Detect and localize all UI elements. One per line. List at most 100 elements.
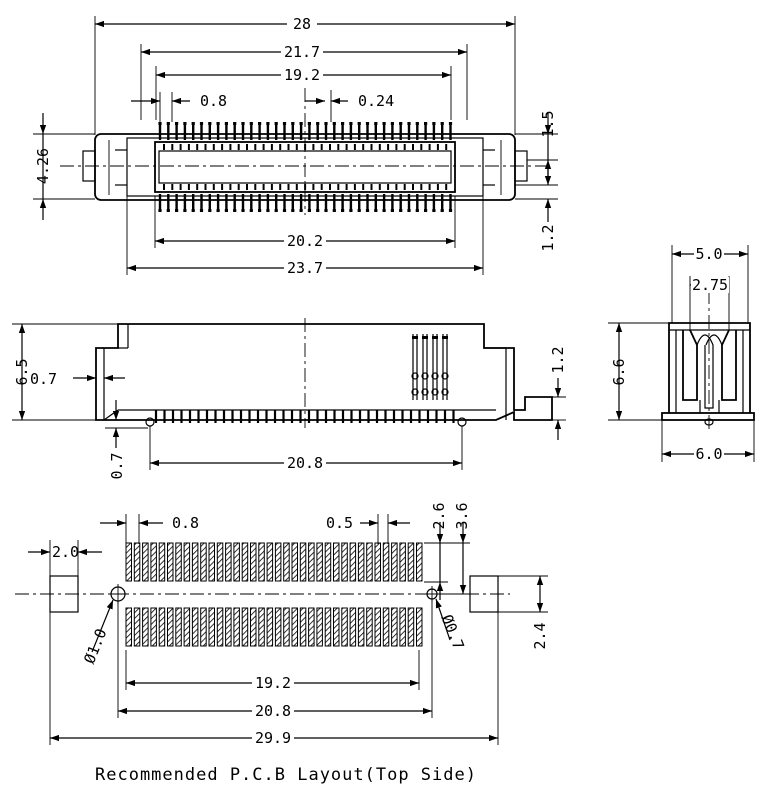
pcb-pad (183, 542, 191, 582)
pcb-pad (316, 607, 323, 647)
top-pin (341, 122, 344, 140)
pcb-pad (142, 542, 149, 582)
pcb-pad (291, 607, 298, 647)
pcb-pad (200, 542, 207, 582)
dim-tab-height: 2.4 (531, 622, 549, 649)
dim-pin-height: 1.2 (549, 346, 567, 373)
pcb-layout-caption: Recommended P.C.B Layout(Top Side) (95, 765, 477, 785)
pcb-layout-view: Ø1.0 Ø0.7 0.8 0.5 2.6 3.6 2.0 (15, 502, 549, 785)
top-pin (424, 194, 427, 212)
dim-bottom-step: 1.2 (539, 224, 557, 251)
pcb-pad (216, 607, 224, 647)
pcb-pad (416, 542, 423, 582)
top-pin (449, 122, 452, 140)
dim-pcb-overall: 29.9 (255, 729, 291, 747)
pcb-pad (250, 607, 257, 647)
pcb-pad (133, 542, 141, 582)
side-pin (367, 410, 370, 423)
side-pin (265, 410, 268, 423)
pcb-pad (150, 607, 157, 647)
pcb-pad (258, 607, 265, 647)
side-view: 6.5 0.7 1.2 0.7 20.8 (12, 318, 567, 480)
pcb-pad (416, 607, 423, 647)
dim-overall-width: 28 (293, 15, 311, 33)
top-pin (366, 122, 369, 140)
side-pin (239, 410, 243, 423)
dim-end-base-width: 6.0 (695, 445, 722, 463)
top-pin (167, 194, 170, 212)
side-pin (418, 410, 421, 423)
top-pin (216, 194, 220, 212)
top-pin (225, 122, 228, 140)
top-pin (183, 122, 187, 140)
side-pin (307, 410, 311, 423)
pcb-pad (333, 607, 340, 647)
top-pin (374, 194, 377, 212)
pcb-pad (382, 542, 390, 582)
pcb-pad (183, 607, 191, 647)
pcb-pad (258, 542, 265, 582)
side-pin (154, 410, 158, 423)
side-pin (401, 410, 404, 423)
side-pin (341, 410, 345, 423)
side-pin (384, 410, 387, 423)
side-pin (435, 410, 438, 423)
pcb-pad (133, 607, 141, 647)
top-pin (167, 122, 170, 140)
top-pin (291, 194, 294, 212)
top-pin (241, 122, 245, 140)
top-pin (358, 122, 361, 140)
top-view: 28 21.7 19.2 0.8 0.24 (33, 15, 558, 277)
side-view-contact-detail (411, 334, 449, 400)
side-pin (205, 410, 209, 423)
top-pin (399, 194, 402, 212)
pcb-pad (250, 542, 257, 582)
side-pin (231, 410, 234, 423)
pcb-pad (142, 607, 149, 647)
top-pin (192, 122, 195, 140)
pcb-pad (308, 542, 315, 582)
top-pin (192, 194, 195, 212)
pcb-pad (382, 607, 390, 647)
pcb-pad (158, 607, 166, 647)
side-pin (180, 410, 183, 423)
side-pin (188, 410, 192, 423)
top-pin (291, 122, 294, 140)
pcb-pad (349, 607, 357, 647)
pcb-pad (291, 542, 298, 582)
top-pin (216, 122, 220, 140)
dim-hole-left-diameter: Ø1.0 (80, 626, 110, 666)
top-pin (407, 122, 411, 140)
pcb-pad (167, 607, 174, 647)
pcb-pad (366, 607, 373, 647)
top-pin (250, 122, 253, 140)
top-pin (308, 122, 311, 140)
top-pin (349, 122, 353, 140)
pcb-pad (208, 607, 215, 647)
top-pin (200, 122, 203, 140)
side-pin (375, 410, 379, 423)
top-pin (324, 194, 328, 212)
side-pin (248, 410, 251, 423)
pcb-pad (125, 607, 132, 647)
side-pin (290, 410, 294, 423)
pcb-pad (357, 607, 365, 647)
pcb-pad (324, 542, 332, 582)
side-pin (299, 410, 302, 423)
top-pin (225, 194, 228, 212)
pcb-pad (125, 542, 132, 582)
top-view-pin-row-upper (158, 122, 453, 150)
side-pin (316, 410, 319, 423)
top-pin (432, 194, 436, 212)
top-pin (158, 122, 162, 140)
pcb-pad (299, 607, 307, 647)
side-pin (333, 410, 336, 423)
top-pin (324, 122, 328, 140)
pcb-pad (349, 542, 357, 582)
side-pin (443, 410, 447, 423)
top-pin (316, 194, 319, 212)
end-view: 5.0 2.75 6.6 6.0 (608, 245, 755, 463)
top-pin (266, 194, 270, 212)
top-pin (374, 122, 377, 140)
